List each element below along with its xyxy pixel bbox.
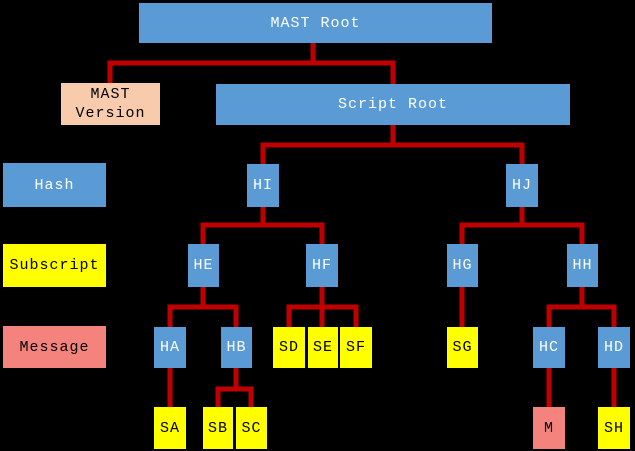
node-sg: SG [447,327,478,368]
node-sa: SA [154,407,186,449]
node-m: M [533,407,565,449]
edge-scriptroot-branch [260,123,525,166]
node-he: HE [188,244,219,287]
edge-hj-branch [459,205,585,246]
edge-hb-branch [215,366,254,409]
node-sb: SB [203,407,233,449]
node-hg: HG [447,244,478,287]
edge-root-branch [107,41,396,87]
node-sf: SF [340,327,372,368]
node-hj: HJ [506,164,538,207]
node-hh: HH [567,244,598,287]
node-hi: HI [247,164,279,207]
edge-hi-branch [200,205,325,246]
legend-message: Message [3,326,106,368]
node-hb: HB [221,327,252,368]
node-sc: SC [236,407,267,449]
edge-hh-branch [546,285,617,329]
node-hc: HC [533,327,565,368]
node-sd: SD [273,327,305,368]
node-ha: HA [154,327,186,368]
node-script-root: Script Root [216,84,570,125]
edge-he-branch [167,285,239,329]
node-hf: HF [306,244,338,287]
node-se: SE [308,327,338,368]
node-mast-root: MAST Root [139,3,492,43]
legend-hash: Hash [3,163,106,207]
node-mast-version: MAST Version [61,83,160,125]
node-hd: HD [598,327,630,368]
legend-subscript: Subscript [3,244,106,287]
edge-hf-branch [286,285,359,329]
node-sh: SH [598,407,630,449]
